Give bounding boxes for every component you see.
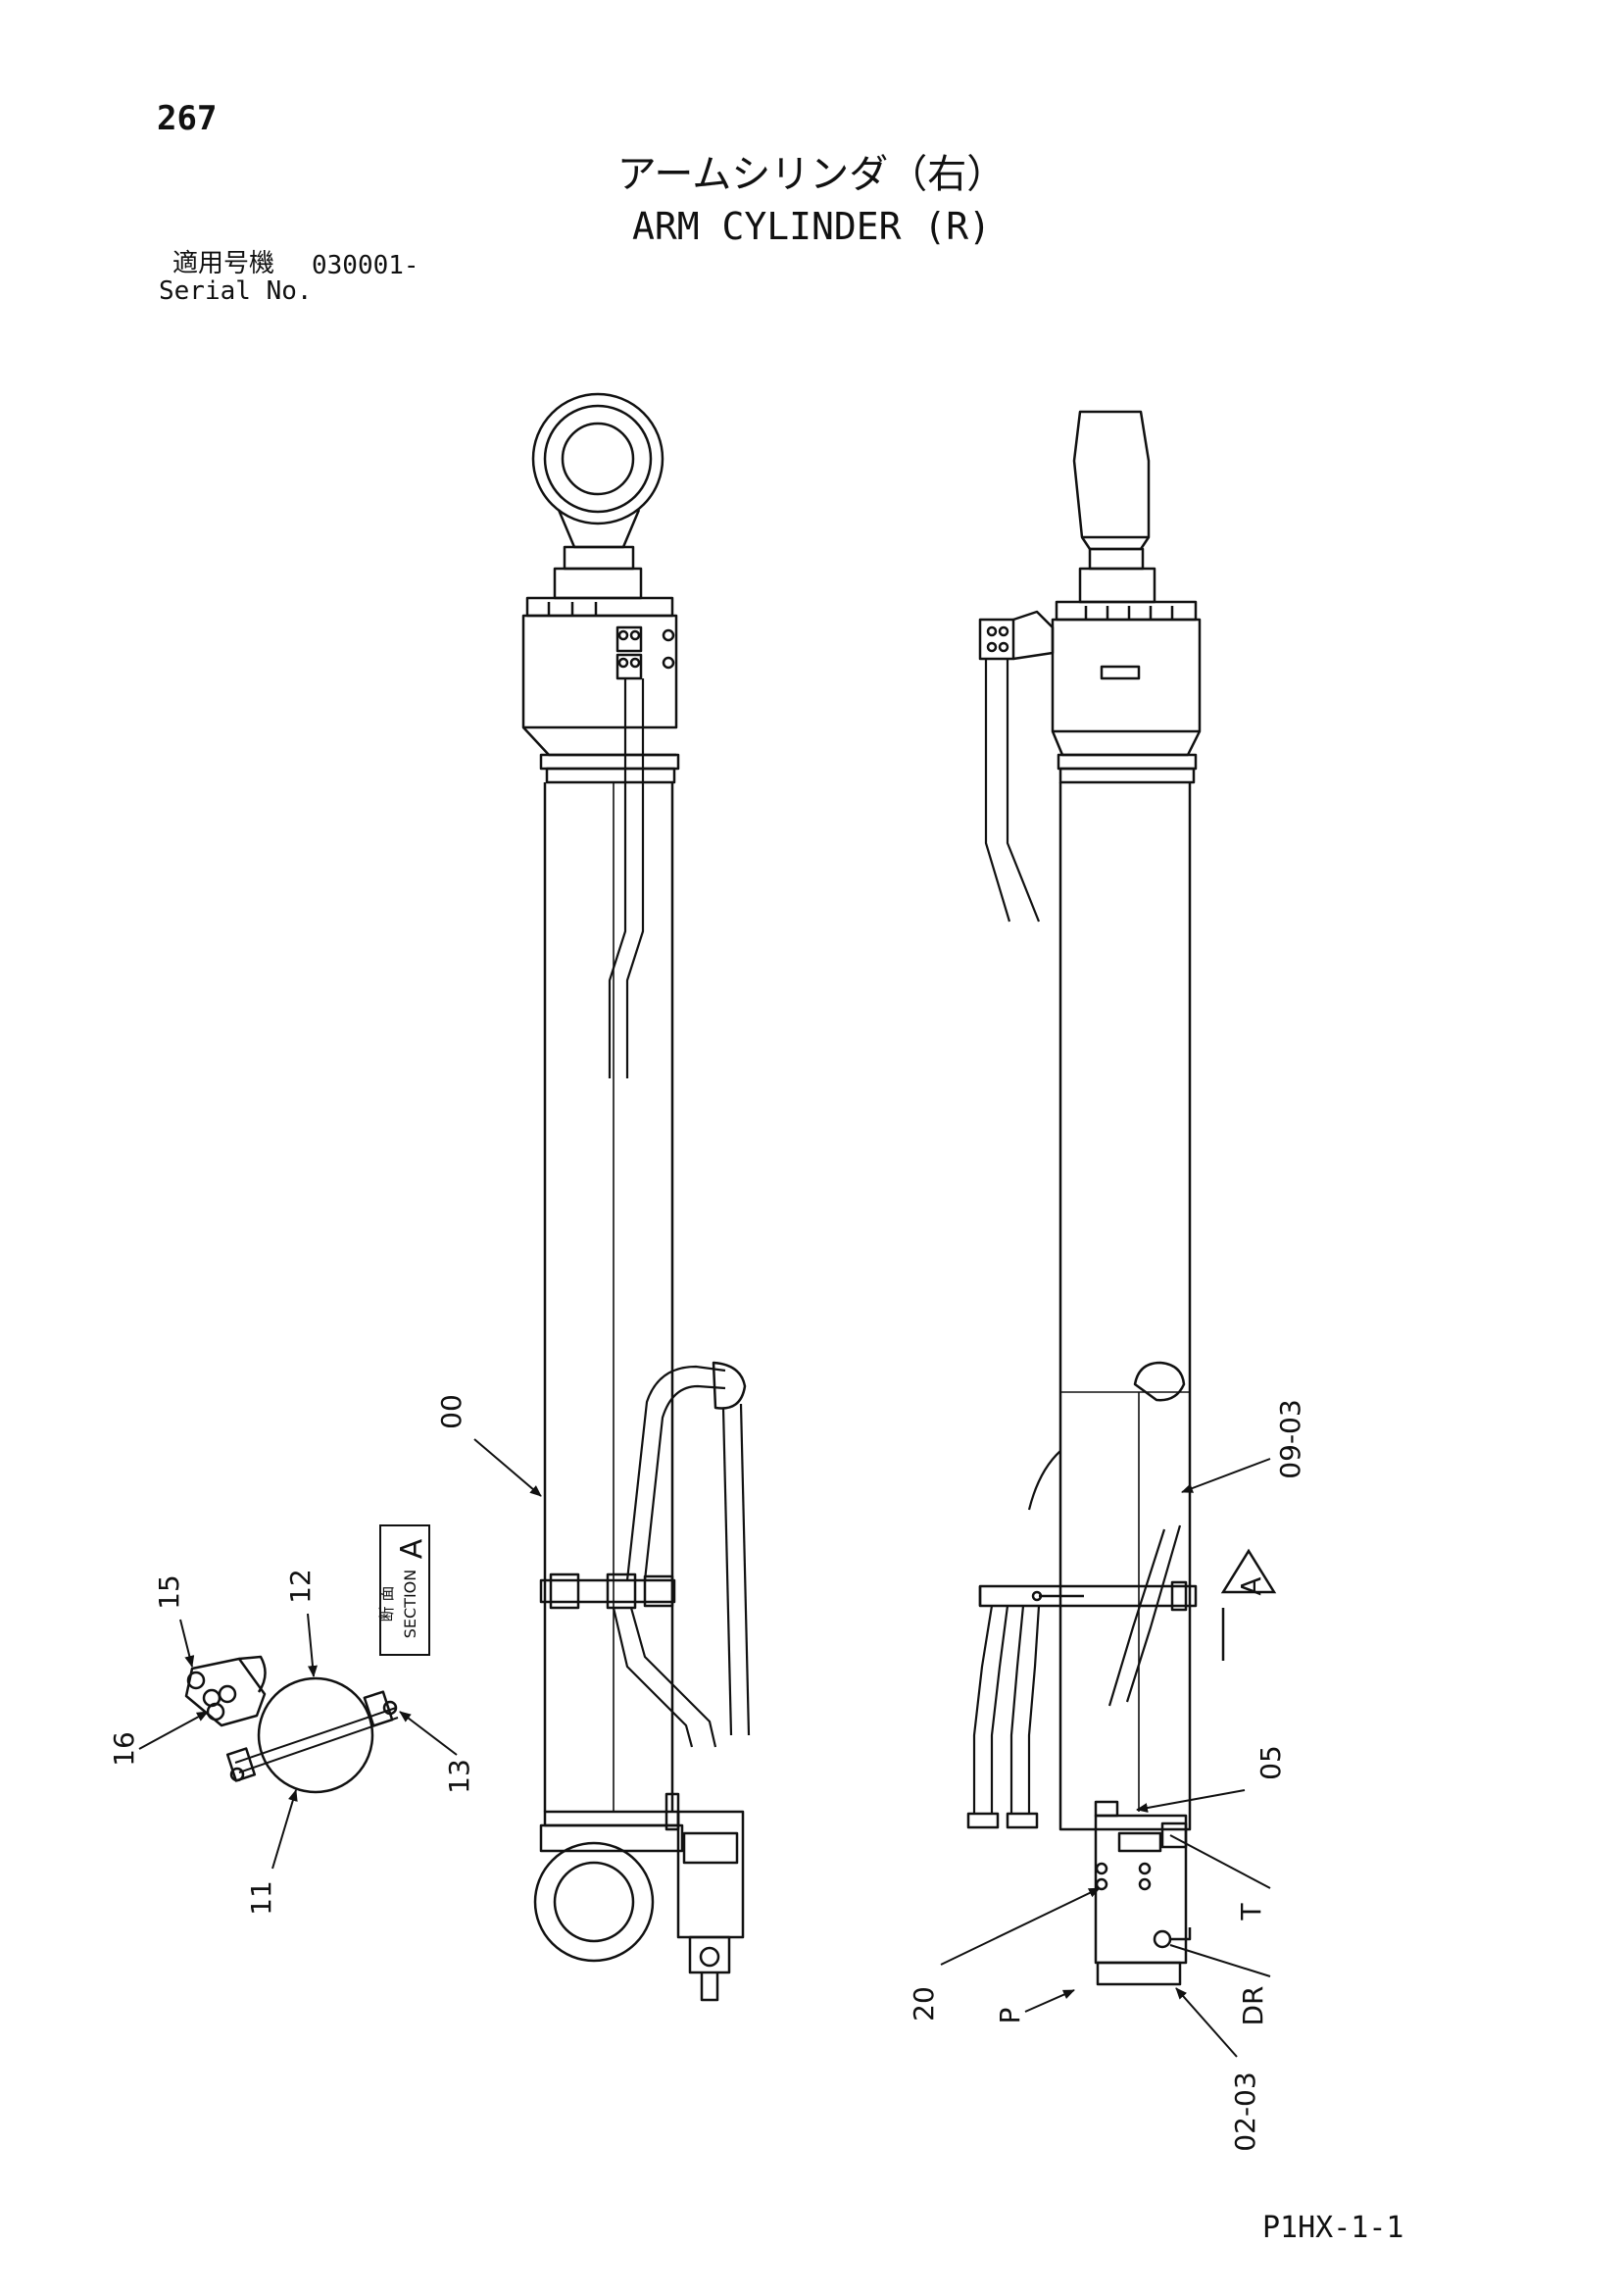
callout-part-09-03: 09-03 xyxy=(1274,1399,1306,1478)
drawing-code: P1HX-1-1 xyxy=(1262,2211,1404,2245)
callout-part-11: 11 xyxy=(245,1880,277,1916)
section-reference-letter: A xyxy=(1235,1576,1267,1595)
section-reference-marker: A xyxy=(1220,1548,1277,1661)
port-label-t: T xyxy=(1235,1903,1267,1922)
port-label-p: P xyxy=(994,2008,1026,2024)
callout-part-16: 16 xyxy=(108,1731,140,1767)
serial-number-range: 030001- xyxy=(312,251,419,280)
port-label-dr: DR xyxy=(1237,1985,1269,2025)
callout-part-20: 20 xyxy=(908,1986,940,2021)
cylinder-right-view xyxy=(966,410,1202,1986)
section-label-english: SECTION xyxy=(401,1570,419,1639)
serial-label-japanese: 適用号機 xyxy=(172,249,275,278)
callout-part-02-03: 02-03 xyxy=(1229,2071,1261,2151)
callout-part-15: 15 xyxy=(153,1574,185,1610)
callout-part-12: 12 xyxy=(284,1569,317,1604)
serial-label-english: Serial No. xyxy=(159,276,313,306)
section-label-letter: A xyxy=(395,1538,429,1559)
callout-part-05: 05 xyxy=(1254,1745,1287,1780)
page-number: 267 xyxy=(157,99,218,138)
page-title-japanese: アームシリンダ（右） xyxy=(616,152,1007,197)
page-title-english: ARM CYLINDER (R) xyxy=(631,205,992,248)
callout-part-13: 13 xyxy=(443,1759,475,1794)
clamp-section-detail xyxy=(184,1655,399,1794)
section-label-japanese: 断 面 xyxy=(377,1585,396,1622)
cylinder-left-view xyxy=(521,392,751,2002)
section-a-label: 断 面 SECTION A xyxy=(377,1524,430,1656)
callout-part-00: 00 xyxy=(435,1394,467,1429)
